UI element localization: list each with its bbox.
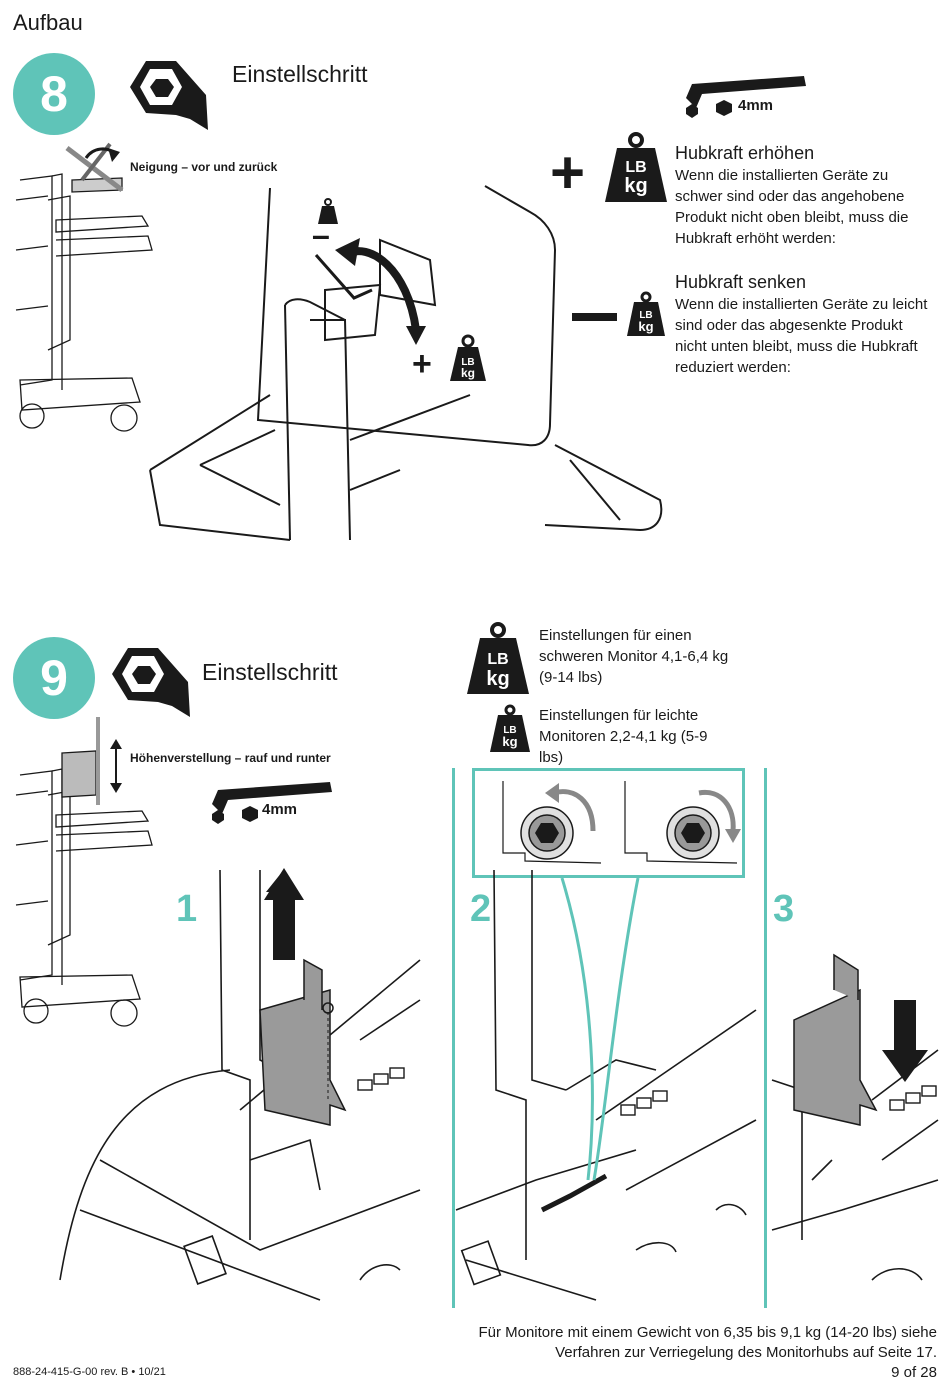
decrease-text: Wenn die installierten Geräte zu leicht … xyxy=(675,296,928,376)
step-8-number: 8 xyxy=(13,53,95,135)
allen-key-icon xyxy=(212,782,332,824)
weight-heavy-icon: LB kg xyxy=(605,132,667,202)
decrease-title: Hubkraft senken xyxy=(675,272,807,292)
increase-text: Wenn die installierten Geräte zu schwer … xyxy=(675,167,909,247)
height-adjust-panel-1 xyxy=(59,868,421,1301)
weight-lb-text: LB xyxy=(625,159,646,176)
adjustment-dials xyxy=(502,781,741,864)
sub-step-1-number: 1 xyxy=(176,888,198,930)
panel-divider xyxy=(452,768,455,1308)
panel-divider xyxy=(764,768,767,1308)
increase-title: Hubkraft erhöhen xyxy=(675,143,815,163)
hex-wrench-icon xyxy=(130,61,208,130)
weight-light-icon: LB kg xyxy=(490,704,530,752)
svg-text:kg: kg xyxy=(461,366,475,380)
tool-size-label: 4mm xyxy=(262,801,298,818)
svg-text:LB: LB xyxy=(503,725,516,736)
svg-text:LB: LB xyxy=(487,651,508,668)
height-adjust-panel-2 xyxy=(455,869,757,1301)
step-9-number: 9 xyxy=(13,637,95,719)
svg-text:+: + xyxy=(412,345,432,383)
height-motion-label: Höhenverstellung – rauf und runter xyxy=(130,751,331,765)
plus-symbol: + xyxy=(550,139,586,206)
svg-text:LB: LB xyxy=(639,310,652,321)
step-9-label: Einstellschritt xyxy=(202,659,338,685)
height-adjust-panel-3 xyxy=(771,953,939,1281)
svg-text:–: – xyxy=(312,217,330,253)
weight-heavy-icon: LB kg xyxy=(467,622,529,694)
tilt-motion-label: Neigung – vor und zurück xyxy=(130,160,278,174)
monitor-weight-note: Für Monitore mit einem Gewicht von 6,35 … xyxy=(478,1324,937,1361)
sub-step-3-number: 3 xyxy=(773,888,795,930)
svg-text:kg: kg xyxy=(638,319,653,334)
minus-symbol xyxy=(572,313,617,321)
heavy-monitor-text: Einstellungen für einen schweren Monitor… xyxy=(539,627,729,686)
light-monitor-text: Einstellungen für leichte Monitoren 2,2-… xyxy=(539,707,708,766)
svg-text:kg: kg xyxy=(502,734,517,749)
adjustment-callout xyxy=(472,768,745,878)
svg-text:LB: LB xyxy=(461,357,474,368)
sub-step-2-number: 2 xyxy=(470,888,492,930)
page-number: 9 of 28 xyxy=(891,1364,937,1381)
cart-illustration-height xyxy=(15,717,153,1027)
svg-text:kg: kg xyxy=(486,668,509,690)
document-id: 888-24-415-G-00 rev. B • 10/21 xyxy=(13,1366,166,1378)
tool-size-label: 4mm xyxy=(738,97,774,114)
section-title: Aufbau xyxy=(13,10,83,35)
monitor-mount-tilt-illustration: – + LB kg xyxy=(149,185,663,541)
cart-illustration-tilt xyxy=(15,142,153,432)
hex-wrench-icon xyxy=(112,648,190,717)
allen-key-icon xyxy=(686,76,806,118)
weight-kg-text: kg xyxy=(624,175,647,197)
weight-light-icon: LB kg xyxy=(627,291,665,336)
step-8-label: Einstellschritt xyxy=(232,61,368,87)
